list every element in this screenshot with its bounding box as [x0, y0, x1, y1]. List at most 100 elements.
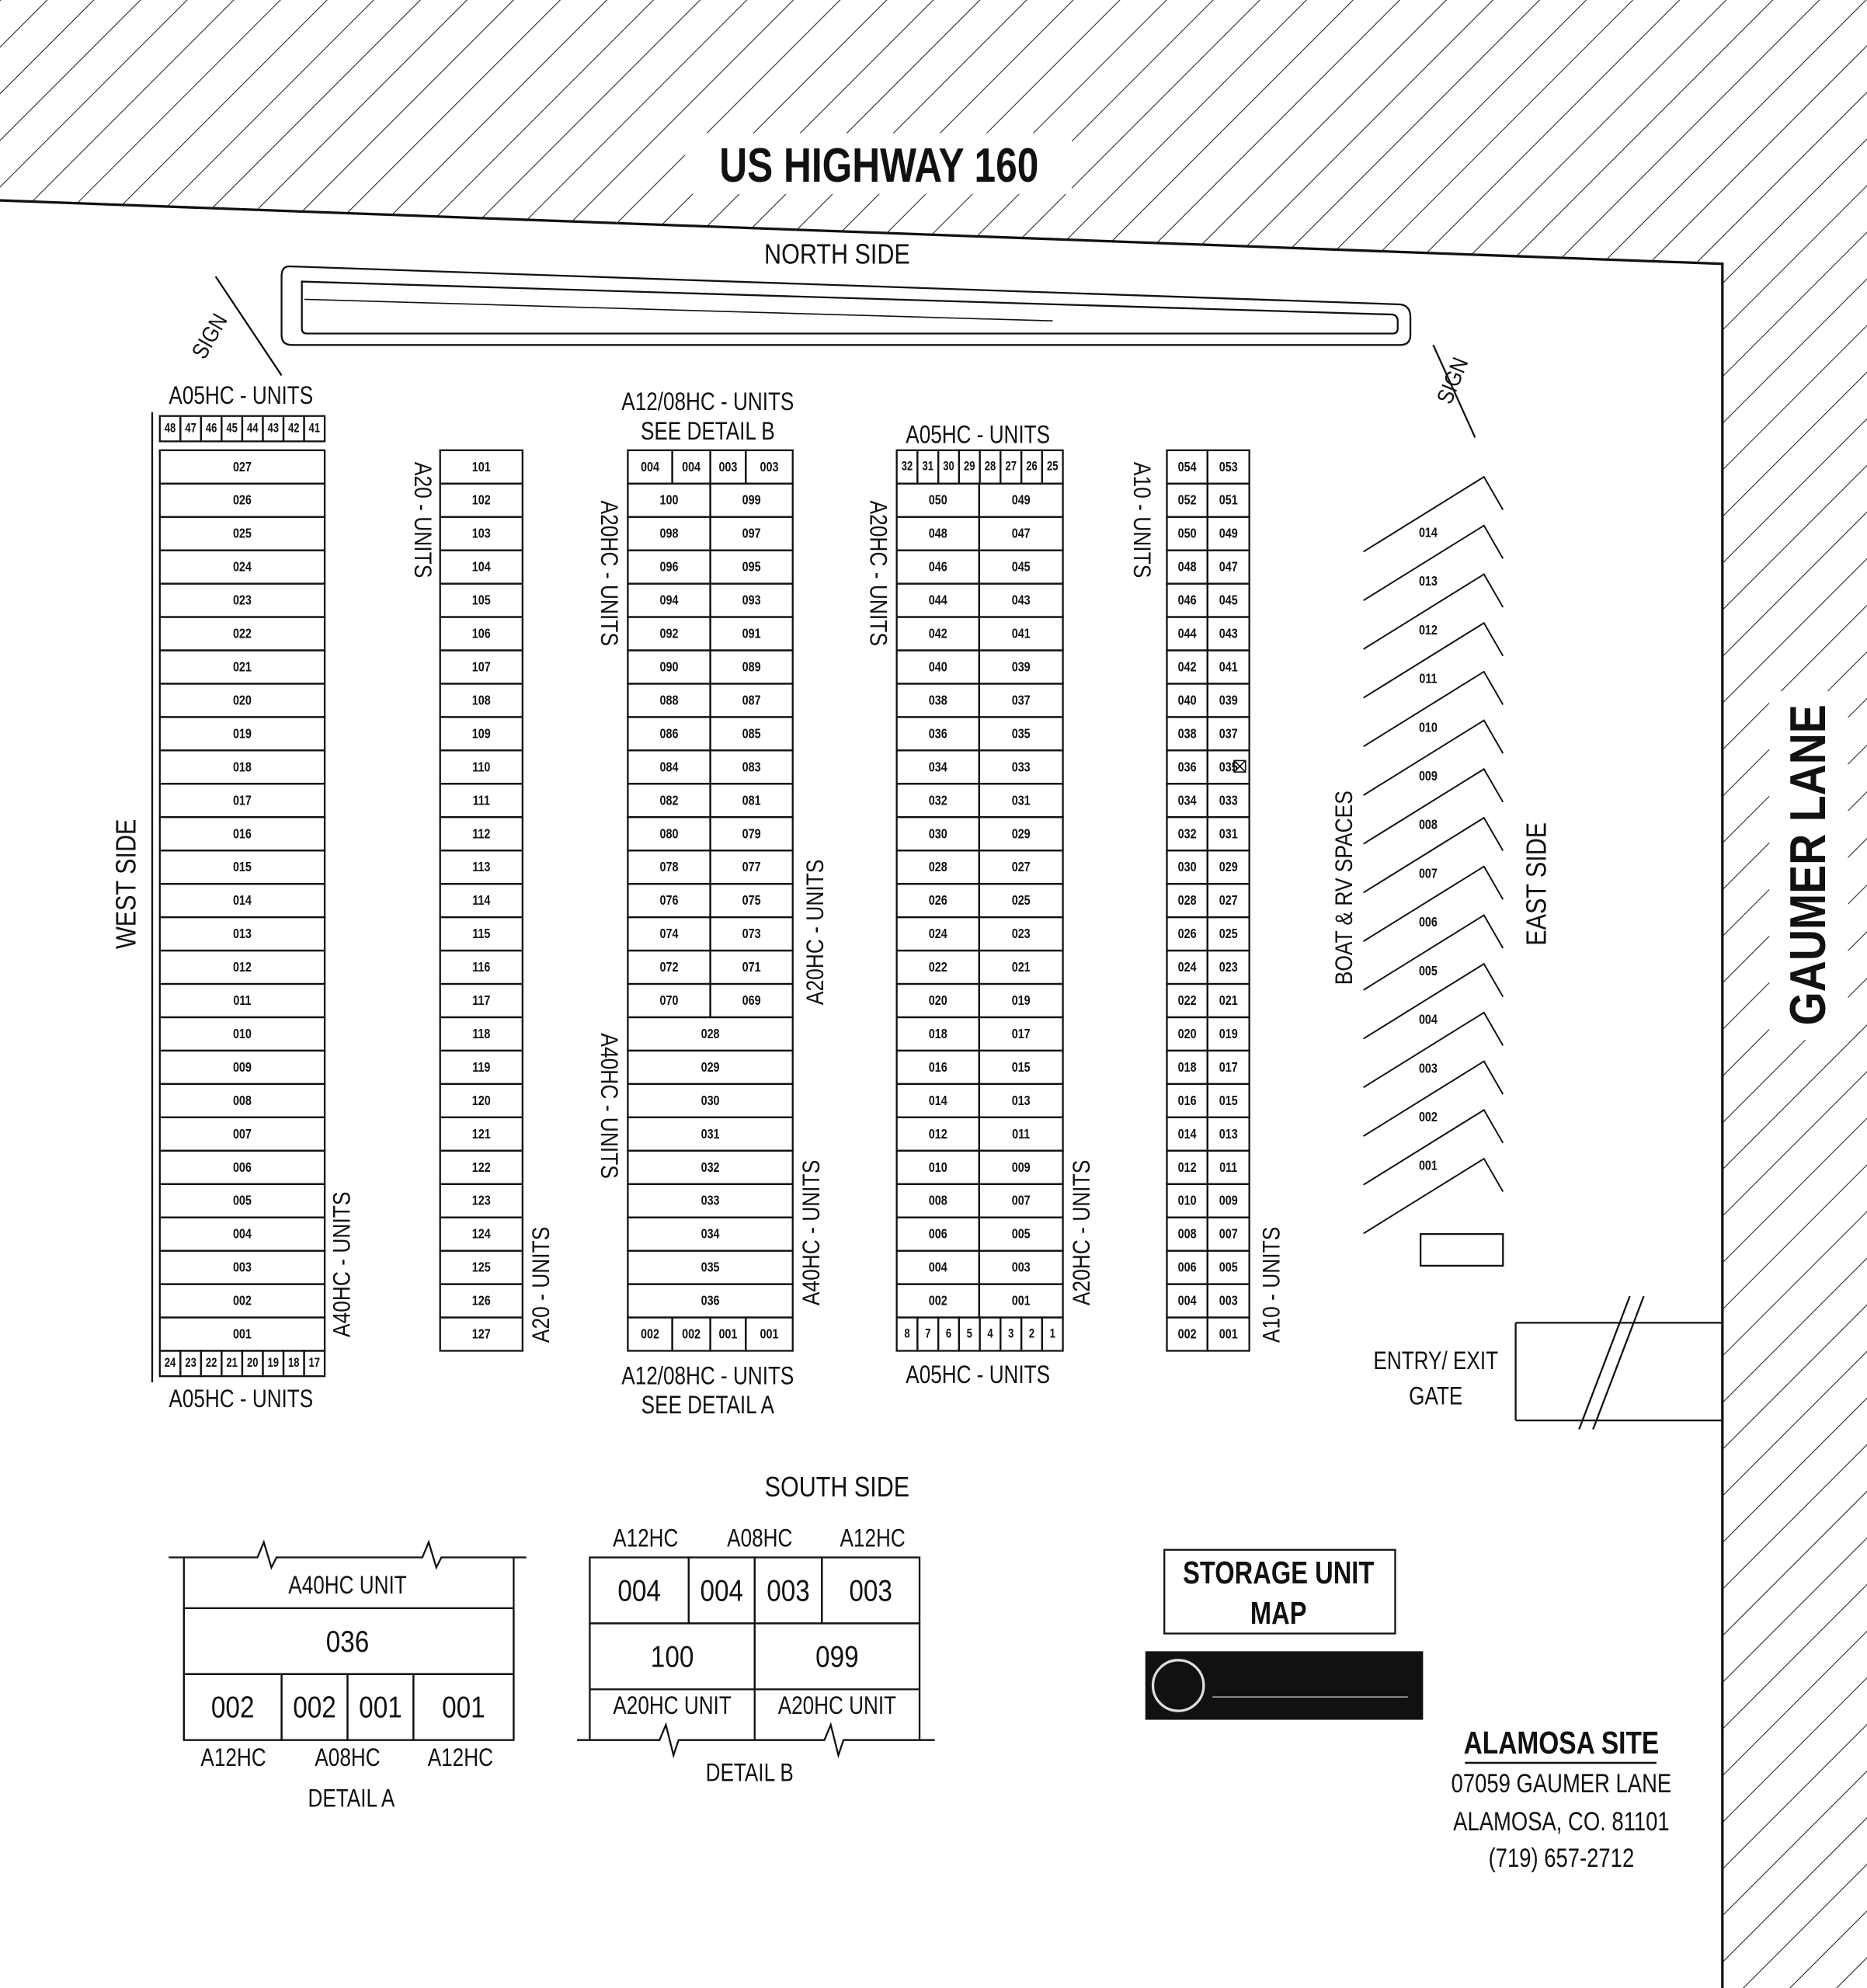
center-pair-unit: 095 — [742, 559, 761, 575]
east-a05-side-left: A20HC - UNITS — [864, 500, 891, 645]
a10-unit: 052 — [1178, 492, 1197, 508]
a10-unit: 003 — [1219, 1293, 1238, 1309]
a10-unit: 023 — [1219, 960, 1238, 975]
east-a05-pair-unit: 045 — [1012, 559, 1031, 575]
east-a05-top-unit: 27 — [1005, 460, 1017, 474]
a10-unit: 031 — [1219, 826, 1238, 842]
west-unit: 020 — [233, 693, 252, 708]
east-a05-pair-unit: 028 — [929, 860, 947, 875]
east-a05-pair-unit: 030 — [929, 826, 947, 842]
west-top-unit: 48 — [165, 422, 176, 436]
center-pair-unit: 096 — [660, 559, 679, 575]
boat-space-label: 008 — [1419, 817, 1438, 832]
a10-unit: 037 — [1219, 726, 1238, 742]
east-a05-pair-unit: 011 — [1012, 1126, 1030, 1142]
west-bottom-label: A05HC - UNITS — [169, 1385, 313, 1413]
detail-b-break-line — [577, 1722, 935, 1759]
east-a05-side-right: A20HC - UNITS — [1069, 1160, 1095, 1305]
boat-space-divider — [1363, 1108, 1504, 1186]
center-a40-side-left: A40HC - UNITS — [596, 1033, 622, 1178]
a10-unit: 004 — [1178, 1293, 1197, 1309]
east-a05-pair-unit: 013 — [1012, 1093, 1031, 1108]
detail-a-bottom-unit: 002 — [293, 1690, 336, 1724]
a20-unit: 119 — [472, 1059, 490, 1075]
a20-side-label-bottom: A20 - UNITS — [528, 1227, 555, 1343]
center-pair-unit: 072 — [660, 960, 679, 975]
north-planter-outer — [280, 265, 1412, 346]
a10-unit: 007 — [1219, 1226, 1238, 1242]
property-boundary — [0, 199, 1724, 1988]
detail-a-type-label: A12HC — [200, 1743, 266, 1771]
center-a40-unit: 029 — [701, 1059, 720, 1075]
boat-area-pad — [1419, 1232, 1504, 1267]
east-a05-pair-unit: 005 — [1012, 1226, 1031, 1242]
center-pair-unit: 094 — [660, 593, 679, 608]
a10-unit: 017 — [1219, 1059, 1238, 1075]
center-pair-unit: 076 — [660, 893, 679, 909]
east-a05-pair-unit: 008 — [929, 1193, 947, 1208]
west-unit: 006 — [233, 1159, 252, 1175]
a10-unit: 048 — [1178, 559, 1197, 575]
east-a05-top-unit: 26 — [1026, 460, 1038, 474]
north-planter-centerline — [304, 298, 1053, 322]
east-a05-pair-unit: 017 — [1012, 1027, 1031, 1042]
a10-unit-marker-icon — [1233, 759, 1246, 773]
west-unit: 021 — [233, 659, 252, 675]
east-a05-bottom-unit: 1 — [1050, 1327, 1055, 1341]
east-a05-bottom-unit: 2 — [1029, 1327, 1034, 1341]
center-a40-unit: 030 — [701, 1093, 720, 1108]
center-pair-unit: 071 — [742, 960, 761, 975]
east-a05-pair-unit: 018 — [929, 1027, 947, 1042]
boat-space-label: 001 — [1419, 1158, 1438, 1173]
a20-unit: 114 — [472, 893, 490, 909]
east-a05-top-unit: 31 — [922, 460, 934, 474]
west-unit: 004 — [233, 1226, 252, 1242]
a10-unit: 010 — [1178, 1193, 1197, 1208]
a20-unit: 120 — [472, 1093, 491, 1108]
west-side-label: WEST SIDE — [111, 819, 142, 949]
east-a05-pair-unit: 040 — [929, 659, 947, 675]
east-a05-pair-unit: 033 — [1012, 759, 1031, 775]
a10-unit: 008 — [1178, 1226, 1197, 1242]
title-box-border — [1163, 1548, 1396, 1635]
west-bottom-unit: 18 — [288, 1357, 300, 1371]
east-a05-pair-unit: 035 — [1012, 726, 1031, 742]
east-a05-top-unit: 32 — [902, 460, 913, 474]
boat-space-label: 012 — [1419, 622, 1438, 638]
west-top-unit: 41 — [309, 422, 321, 436]
boat-space-divider — [1363, 1060, 1504, 1137]
a20-unit: 126 — [472, 1293, 491, 1309]
a10-unit: 026 — [1178, 926, 1197, 942]
detail-a-header: A40HC UNIT — [288, 1571, 406, 1599]
boat-space-label: 006 — [1419, 915, 1438, 930]
center-bottom-unit: 002 — [641, 1326, 659, 1342]
a10-unit: 013 — [1219, 1126, 1238, 1142]
east-a05-pair-unit: 026 — [929, 893, 947, 909]
a10-unit: 050 — [1178, 526, 1197, 541]
detail-b-bottom-unit: A20HC UNIT — [613, 1691, 731, 1719]
gate-break-line — [1578, 1295, 1631, 1430]
south-side-label: SOUTH SIDE — [765, 1472, 910, 1503]
a10-unit: 054 — [1178, 459, 1197, 474]
east-a05-pair-unit: 027 — [1012, 860, 1031, 875]
center-top-unit: 004 — [641, 459, 659, 474]
center-pair-unit: 081 — [742, 793, 761, 808]
boat-space-label: 003 — [1419, 1061, 1438, 1076]
east-a05-pair-unit: 007 — [1012, 1193, 1031, 1208]
sign-post-west — [214, 276, 283, 377]
boat-space-label: 011 — [1419, 671, 1437, 686]
center-a40-unit: 028 — [701, 1027, 720, 1042]
west-unit: 016 — [233, 826, 252, 842]
west-unit: 010 — [233, 1027, 252, 1042]
center-pair-unit: 080 — [660, 826, 679, 842]
a20-unit: 103 — [472, 526, 491, 541]
a10-unit: 038 — [1178, 726, 1197, 742]
site-area — [0, 200, 1723, 1988]
detail-b-type-label: A08HC — [727, 1524, 792, 1552]
a20-unit: 106 — [472, 626, 491, 641]
center-pair-unit: 090 — [660, 659, 679, 675]
north-planter-inner — [301, 280, 1399, 335]
east-a05-pair-unit: 049 — [1012, 492, 1031, 508]
a20-unit: 127 — [472, 1326, 491, 1342]
